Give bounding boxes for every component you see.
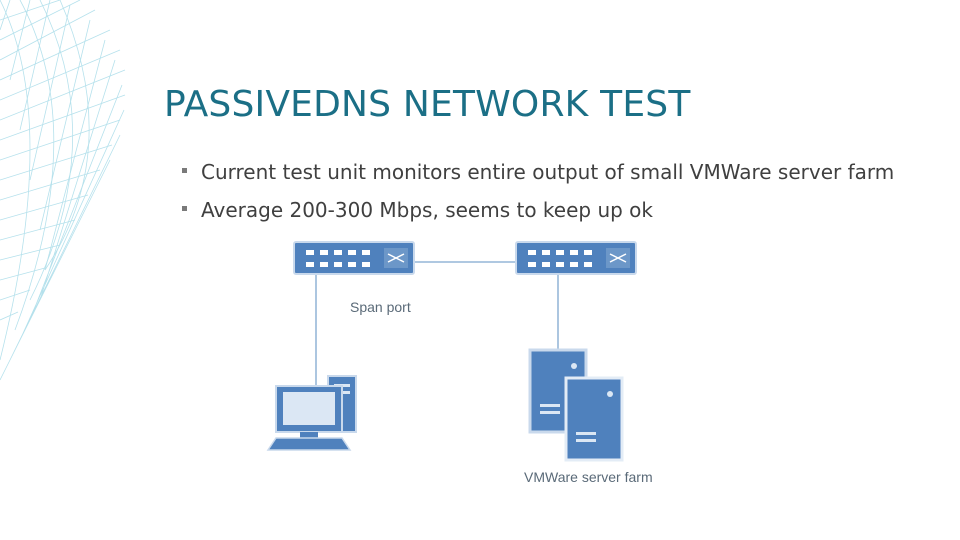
bullet-text: Average 200-300 Mbps, seems to keep up o… xyxy=(201,198,653,222)
bullet-item: Current test unit monitors entire output… xyxy=(182,158,894,196)
bullet-item: Average 200-300 Mbps, seems to keep up o… xyxy=(182,196,894,234)
desktop-computer-icon xyxy=(266,375,357,451)
network-switch-icon xyxy=(293,241,415,275)
bullet-marker xyxy=(182,206,187,211)
network-switch-icon xyxy=(515,241,637,275)
server-farm-label: VMWare server farm xyxy=(524,469,653,485)
span-port-label: Span port xyxy=(350,299,411,315)
server-icon xyxy=(564,376,624,462)
wireframe-decoration xyxy=(0,0,126,381)
bullet-text: Current test unit monitors entire output… xyxy=(201,160,895,184)
connection-lines xyxy=(315,261,559,388)
server-icon xyxy=(528,348,588,434)
slide-title: PASSIVEDNS NETWORK TEST xyxy=(164,84,691,125)
bullet-marker xyxy=(182,168,187,173)
bullet-list: Current test unit monitors entire output… xyxy=(182,158,894,234)
